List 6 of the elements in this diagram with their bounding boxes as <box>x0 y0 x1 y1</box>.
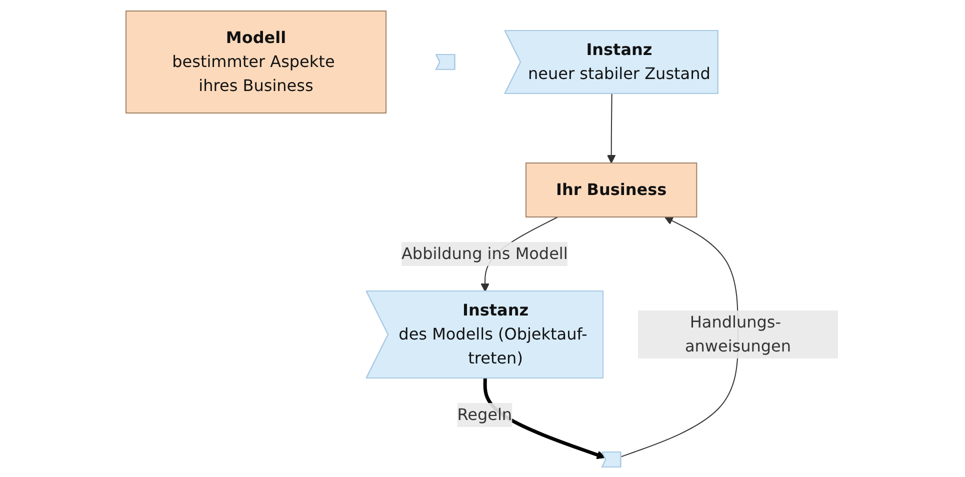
node-box: Modell bestimmter Aspekte ihres Business <box>126 10 387 113</box>
edge-label: Abbildung ins Modell <box>402 243 568 262</box>
edge-label: Regeln <box>458 404 513 424</box>
node-box: Ihr Business <box>526 162 698 217</box>
arrow <box>607 93 616 163</box>
edge-label: Handlungs- anweisungen <box>685 312 792 355</box>
